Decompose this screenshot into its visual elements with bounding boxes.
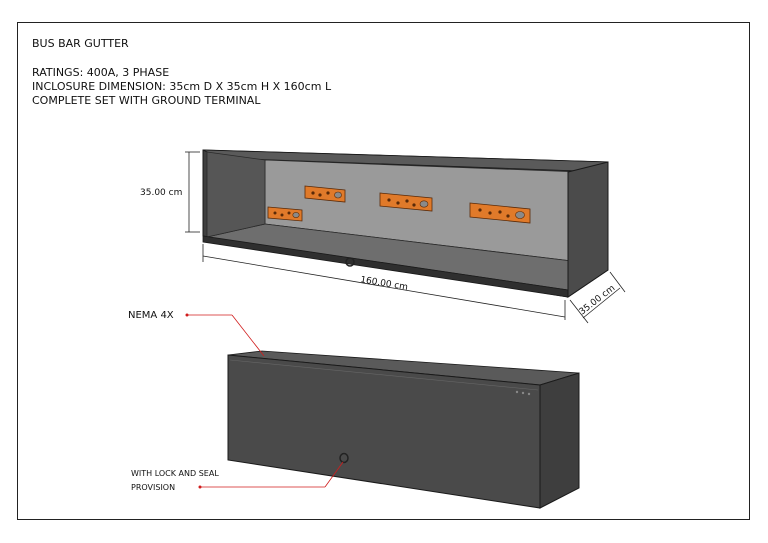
nema-callout: NEMA 4X [128,310,174,321]
length-dimension [202,244,566,320]
closed-enclosure [227,350,580,509]
lock-callout-line1: WITH LOCK AND SEAL [131,469,219,478]
lock-callout-line2: PROVISION [131,483,175,492]
busbar-2 [379,192,433,212]
ground-terminal-text: COMPLETE SET WITH GROUND TERMINAL [32,94,261,107]
nema-leader [187,314,265,357]
busbar-4 [267,206,303,222]
enclosure-dimension-text: INCLOSURE DIMENSION: 35cm D X 35cm H X 1… [32,80,332,93]
depth-dimension [569,271,626,324]
open-enclosure [202,149,609,298]
busbar-1 [304,185,346,203]
length-dimension-label: 160.00 cm [360,275,409,293]
height-dimension [185,151,200,233]
lock-leader [200,461,344,488]
ratings-text: RATINGS: 400A, 3 PHASE [32,66,170,79]
drawing-title: BUS BAR GUTTER [32,37,129,50]
lock-seal-hasp-icon [339,452,349,464]
height-dimension-label: 35.00 cm [140,188,182,198]
lock-hasp-icon [345,257,355,267]
depth-dimension-label: 35.00 cm [578,283,618,317]
busbar-3 [469,202,531,224]
